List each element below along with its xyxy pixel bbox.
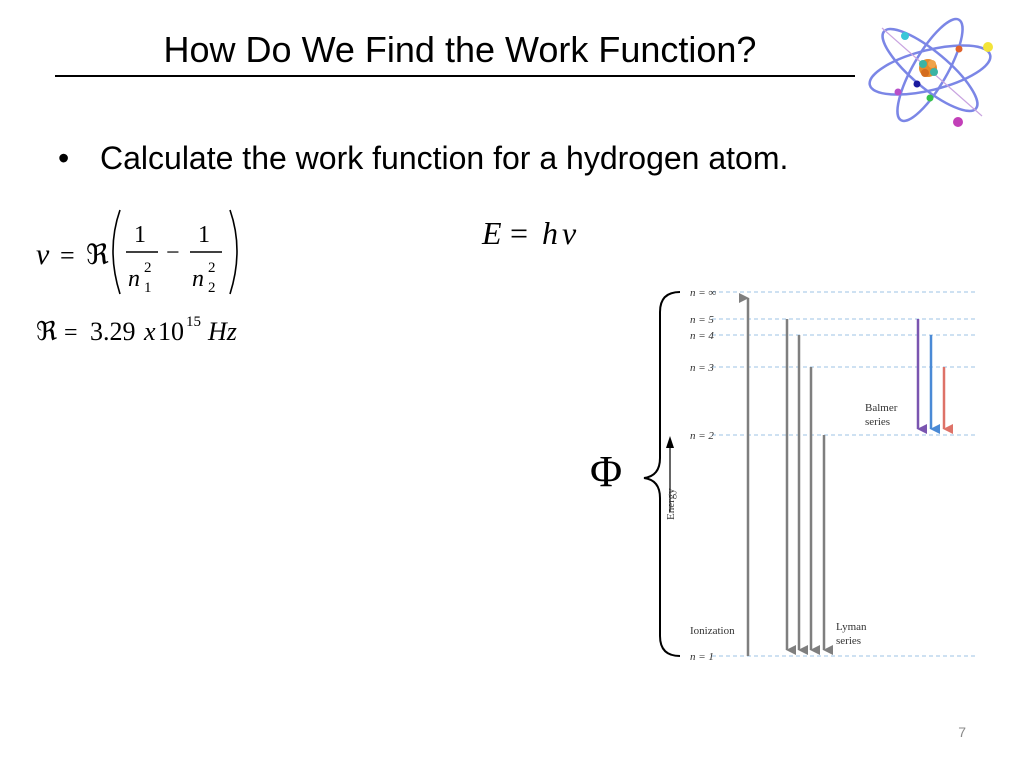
constant-exponent: 15 [186, 314, 201, 330]
denominator-1-exp: 2 [144, 260, 152, 276]
energy-level-label: n = 3 [690, 362, 714, 374]
page-number: 7 [958, 724, 966, 740]
balmer-label-line-2: series [865, 416, 890, 428]
phi-brace [643, 291, 681, 657]
hydrogen-energy-level-diagram: Energy n = ∞ n = 5 n = 4 n = 3 n = 2 n = 1 Io… [643, 287, 976, 663]
constant-mantissa: 3.29 [90, 317, 136, 346]
bullet-dot: • [58, 140, 70, 176]
rydberg-constant-equation: ℜ = 3.29 x 10 15 Hz [36, 314, 237, 346]
rydberg-symbol: ℜ [36, 317, 57, 346]
energy-level-label: n = 2 [690, 430, 714, 442]
nu-symbol: ν [562, 215, 577, 251]
equals-sign: = [510, 215, 528, 251]
svg-text:Φ: Φ [590, 447, 622, 496]
title-underline [55, 75, 855, 77]
rydberg-equation: ν = ℜ 1 n 2 1 − 1 n 2 2 [36, 209, 238, 296]
numerator-2: 1 [198, 222, 210, 248]
numerator-1: 1 [134, 222, 146, 248]
work-function-symbol: Φ [590, 447, 622, 496]
atom-icon [868, 17, 993, 127]
energy-axis-label: Energy [665, 488, 677, 520]
bullet-text: Calculate the work function for a hydrog… [100, 140, 789, 176]
lyman-label-line-2: series [836, 635, 861, 647]
denominator-2-exp: 2 [208, 260, 216, 276]
nu-symbol: ν [36, 238, 50, 271]
equals-sign: = [60, 241, 75, 270]
minus-sign: − [166, 240, 180, 266]
balmer-label-line-1: Balmer [865, 402, 898, 414]
constant-base: 10 [158, 317, 184, 346]
energy-level-label: n = 4 [690, 330, 714, 342]
energy-level-label: n = ∞ [690, 287, 716, 299]
denominator-1-sub: 1 [144, 280, 152, 296]
energy-level-label: n = 5 [690, 314, 714, 326]
energy-symbol: E [481, 215, 502, 251]
rydberg-symbol: ℜ [86, 240, 109, 271]
ionization-label: Ionization [690, 625, 735, 637]
frequency-unit: Hz [207, 317, 237, 346]
planck-symbol: h [542, 215, 558, 251]
denominator-1-base: n [128, 266, 140, 292]
energy-level-label: n = 1 [690, 651, 714, 663]
page-title: How Do We Find the Work Function? [163, 29, 757, 70]
energy-equation: E = h ν [481, 215, 577, 251]
lyman-label-line-1: Lyman [836, 621, 867, 633]
denominator-2-base: n [192, 266, 204, 292]
denominator-2-sub: 2 [208, 280, 216, 296]
bullet-item: • Calculate the work function for a hydro… [58, 136, 788, 180]
times-symbol: x [143, 317, 156, 346]
equals-sign: = [64, 320, 78, 346]
